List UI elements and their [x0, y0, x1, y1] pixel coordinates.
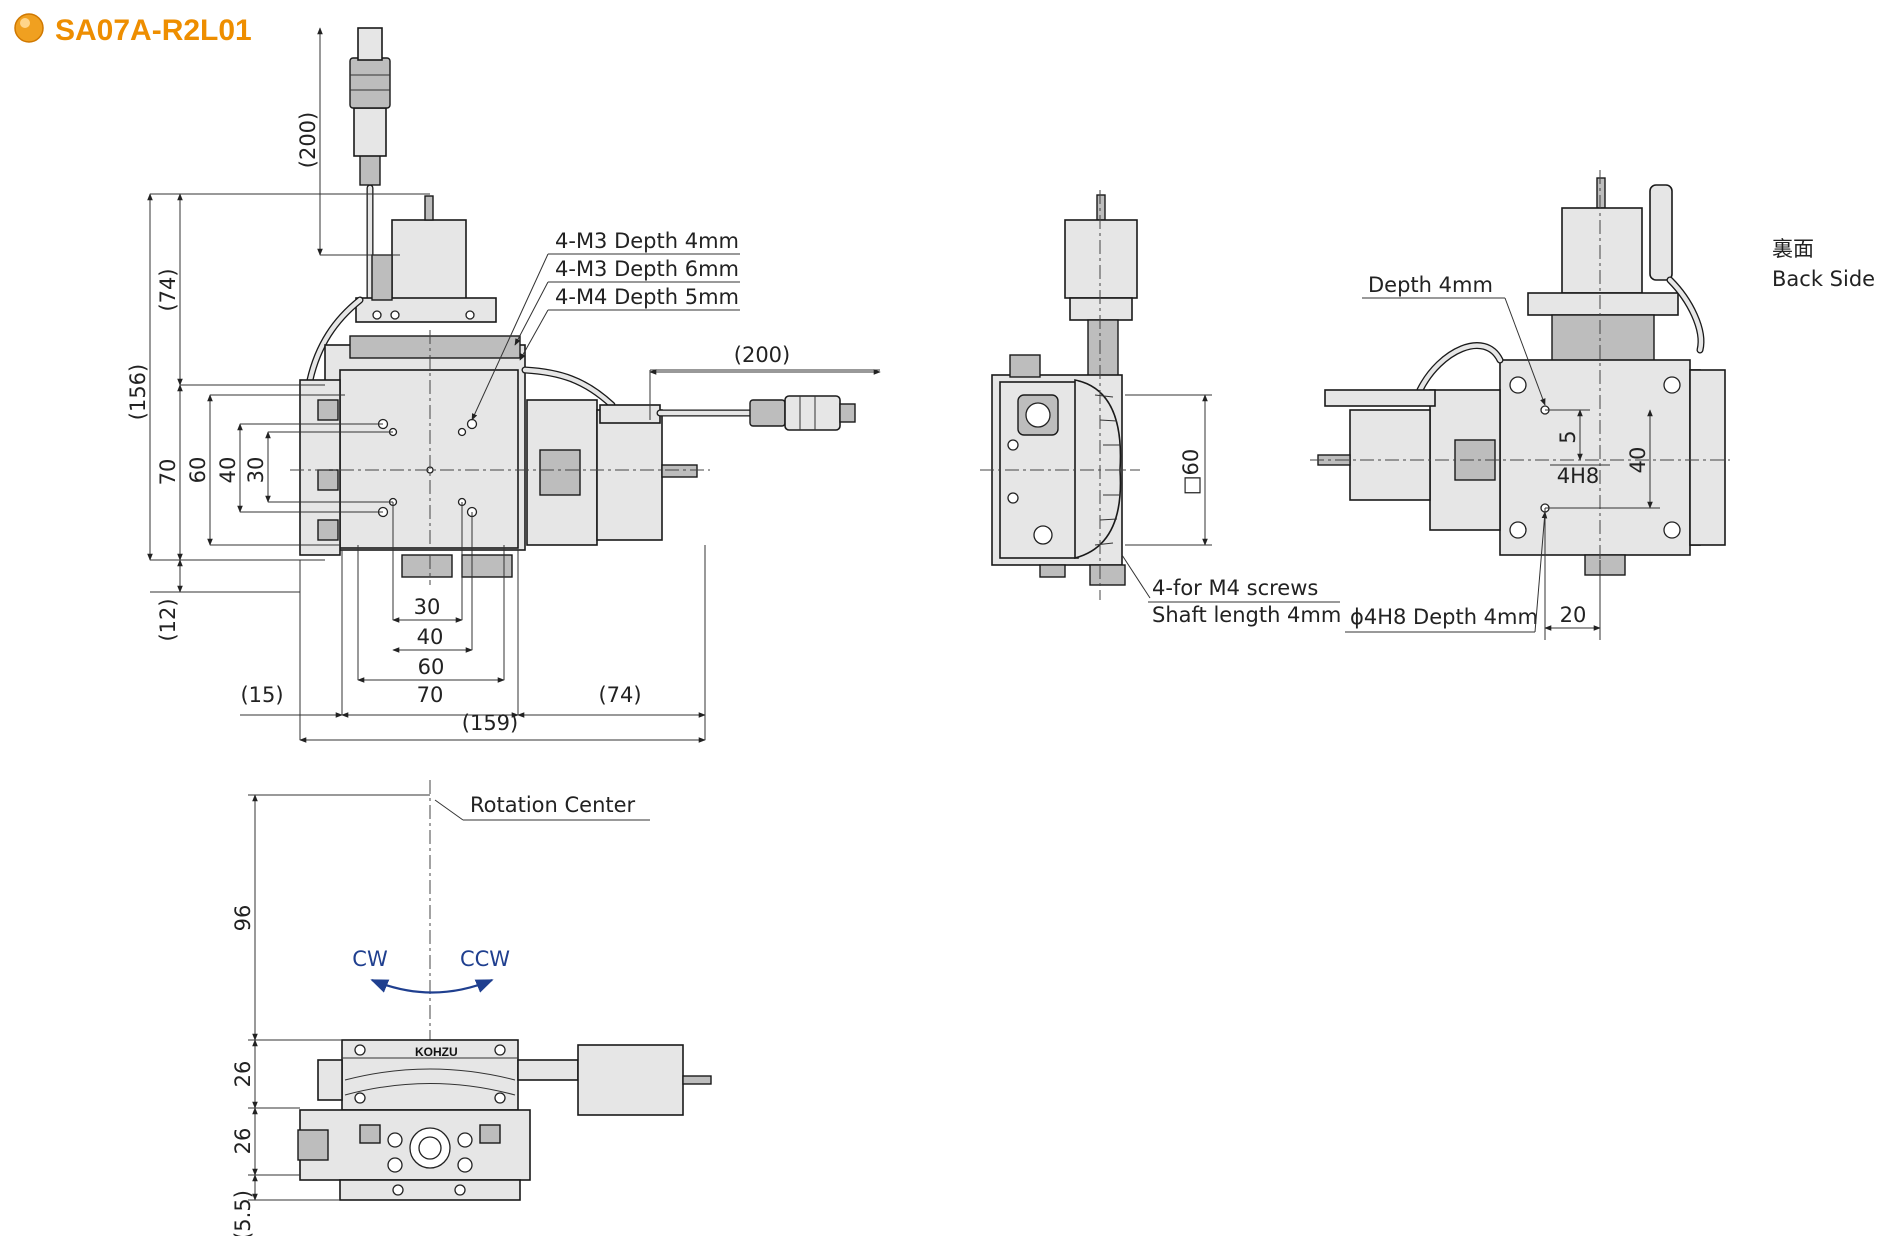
dim-width-60: 60: [418, 655, 445, 679]
dim-stage-60: 60: [186, 457, 210, 484]
back-view: 裏面 Back Side Depth 4mm 5: [1310, 170, 1875, 640]
dim-back-20: 20: [1560, 603, 1587, 627]
label-rotation-center: Rotation Center: [470, 793, 636, 817]
dim-bottom-12: (12): [156, 598, 180, 641]
dim-right-74: (74): [598, 683, 641, 707]
callout-m4-depth5: 4-M4 Depth 5mm: [555, 285, 739, 309]
dim-front-26-lower: 26: [231, 1128, 255, 1155]
dim-back-40: 40: [1626, 447, 1650, 474]
dim-cable-length-right: (200): [734, 343, 790, 367]
brand-logo: KOHZU: [415, 1045, 458, 1059]
note-shaft-length: Shaft length 4mm: [1152, 603, 1341, 627]
callout-m3-depth4: 4-M3 Depth 4mm: [555, 229, 739, 253]
dim-front-96: 96: [231, 905, 255, 932]
dim-holes-40: 40: [216, 457, 240, 484]
note-depth-4mm: Depth 4mm: [1368, 273, 1493, 297]
back-side-title-en: Back Side: [1772, 267, 1875, 291]
dim-front-26-upper: 26: [231, 1061, 255, 1088]
dim-stage-70: 70: [156, 459, 180, 486]
label-cw: CW: [352, 947, 388, 971]
top-view: (200) (74) (156) 70 60 40 30 (12) 30 40 …: [126, 27, 881, 743]
dim-front-5-5: (5.5): [231, 1190, 255, 1236]
dim-motor-square: □60: [1179, 449, 1203, 496]
title-block: SA07A-R2L01: [14, 13, 252, 47]
back-side-title-jp: 裏面: [1772, 237, 1814, 261]
page-title: SA07A-R2L01: [55, 14, 252, 47]
dim-width-40: 40: [417, 625, 444, 649]
note-pin-hole: ϕ4H8 Depth 4mm: [1350, 605, 1538, 629]
side-view: □60 4-for M4 screws Shaft length 4mm: [980, 190, 1341, 627]
dim-overall-height: (156): [126, 364, 150, 420]
dim-back-4h8: 4H8: [1557, 464, 1600, 488]
dim-left-15: (15): [240, 683, 283, 707]
dim-back-5: 5: [1556, 430, 1580, 443]
dim-width-30: 30: [414, 595, 441, 619]
title-bullet-icon: [14, 13, 44, 43]
label-ccw: CCW: [460, 947, 510, 971]
title-bullet-highlight: [20, 18, 30, 28]
dim-holes-30: 30: [244, 457, 268, 484]
dim-cable-length-top: (200): [296, 112, 320, 168]
dim-width-70: 70: [417, 683, 444, 707]
dim-motor-height: (74): [156, 268, 180, 311]
front-view: Rotation Center CW CCW KOHZU: [231, 780, 712, 1236]
callout-m3-depth6: 4-M3 Depth 6mm: [555, 257, 739, 281]
rotation-arrow-icon: [370, 978, 494, 994]
dim-overall-159: (159): [462, 711, 518, 735]
note-m4-screws: 4-for M4 screws: [1152, 576, 1318, 600]
